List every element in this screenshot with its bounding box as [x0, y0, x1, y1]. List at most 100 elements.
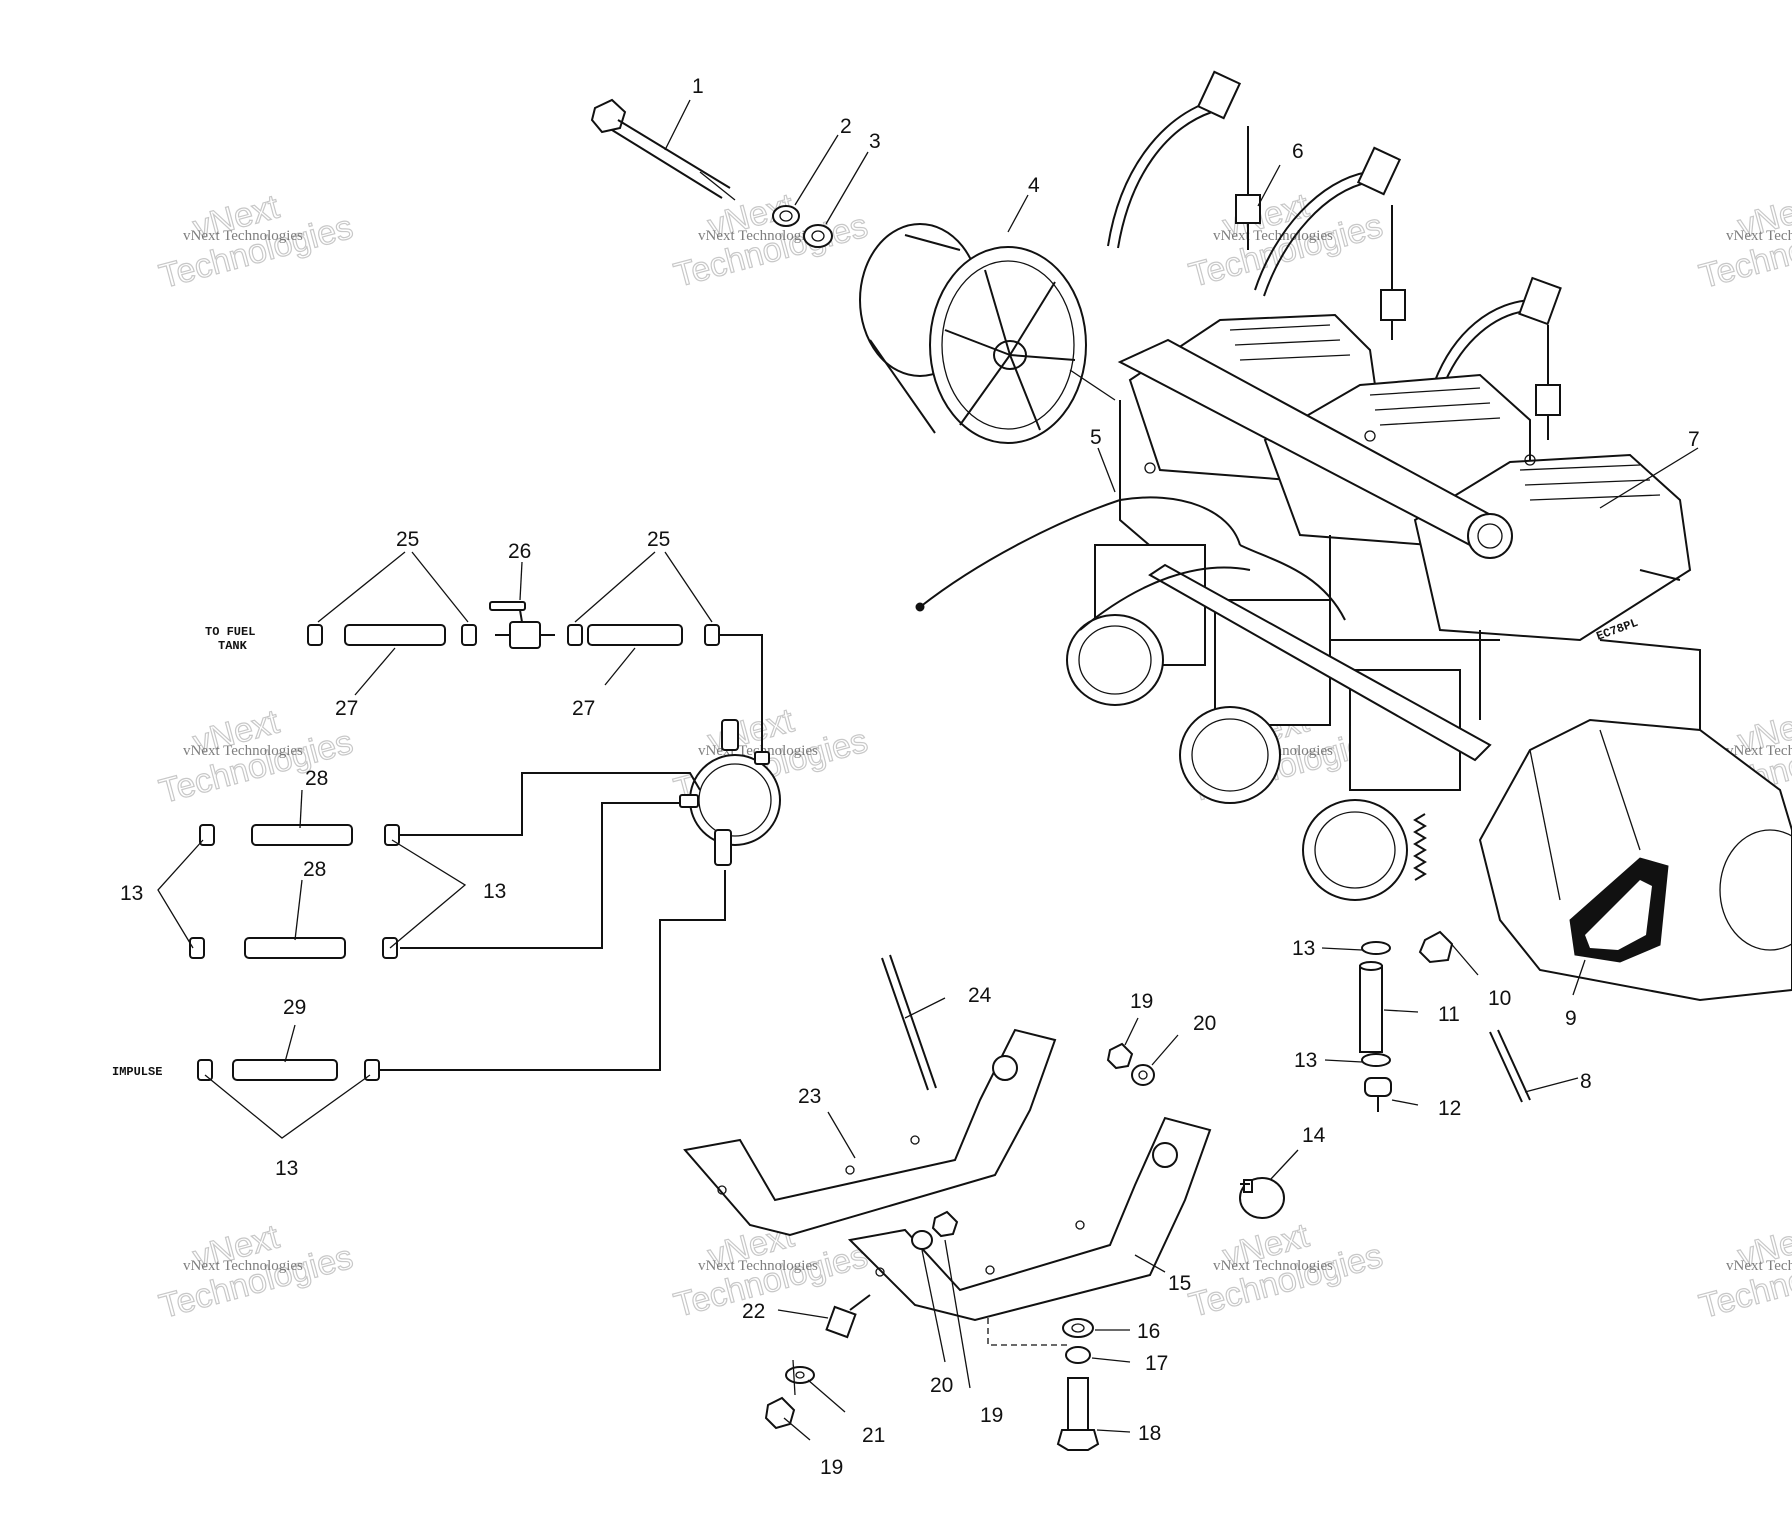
- part-label-28: 28: [303, 858, 326, 881]
- stud-part-24: [881, 954, 937, 1091]
- clamp-part-13-upper: [1361, 941, 1391, 955]
- part-label-5: 5: [1090, 426, 1102, 449]
- engine-mount-part-15: [847, 1116, 1212, 1322]
- bolt-part-22: [825, 1294, 871, 1339]
- part-label-2: 2: [840, 115, 852, 138]
- fuel-pump: [679, 719, 781, 866]
- leader-20-upper: [1151, 1034, 1179, 1066]
- leader-23: [827, 1111, 856, 1159]
- impulse-label: IMPULSE: [112, 1065, 162, 1079]
- leader-3: [825, 151, 869, 225]
- hose-part-11: [1359, 961, 1383, 1053]
- svg-text:vNext Technologies: vNext Technologies: [698, 1258, 818, 1274]
- washer-part-20-upper: [1131, 1064, 1155, 1086]
- watermark: vNext Technologies vNext Technologies: [1695, 186, 1792, 297]
- leader-11: [1383, 1009, 1419, 1013]
- leader-22: [777, 1309, 829, 1319]
- part-label-19: 19: [1130, 990, 1153, 1013]
- part-label-22: 22: [742, 1300, 765, 1323]
- fuel-leaders: [157, 551, 713, 1139]
- svg-text:vNext Technologies: vNext Technologies: [183, 743, 303, 759]
- to-fuel-tank-label-2: TANK: [218, 639, 248, 653]
- engine-block-part-7: EC78PL: [1066, 313, 1792, 1002]
- washer-part-3: [803, 224, 833, 248]
- part-label-14: 14: [1302, 1124, 1326, 1147]
- leader-7: [1599, 447, 1699, 509]
- fuel-filter-part-14: [1239, 1177, 1285, 1219]
- part-label-4: 4: [1028, 174, 1040, 197]
- shutoff-valve-part-26: [489, 601, 555, 649]
- leader-5b: [1069, 369, 1116, 401]
- watermark: vNext Technologies vNext Technologies: [155, 1217, 358, 1327]
- bolt-part-1: [590, 98, 736, 201]
- leader-9: [1572, 959, 1586, 996]
- part-label-16: 16: [1137, 1320, 1160, 1343]
- leader-1: [664, 99, 691, 151]
- nut-part-19-upper: [1106, 1042, 1134, 1070]
- part-label-24: 24: [968, 984, 992, 1007]
- part-label-28: 28: [305, 767, 328, 790]
- part-label-6: 6: [1292, 140, 1304, 163]
- svg-text:vNext Technologies: vNext Technologies: [1213, 1258, 1333, 1274]
- leader-24: [904, 997, 946, 1019]
- washer-part-21: [785, 1366, 815, 1384]
- leader-4: [1007, 194, 1029, 233]
- part-label-7: 7: [1688, 428, 1700, 451]
- mount-dash: [987, 1318, 1070, 1346]
- svg-text:vNext Technologies: vNext Technologies: [1213, 228, 1333, 244]
- part-label-13: 13: [275, 1157, 298, 1180]
- part-label-12: 12: [1438, 1097, 1461, 1120]
- leader-18: [1096, 1429, 1131, 1433]
- part-label-13: 13: [483, 880, 506, 903]
- part-label-15: 15: [1168, 1272, 1191, 1295]
- washer-part-17: [1065, 1346, 1091, 1364]
- svg-text:vNext Technologies: vNext Technologies: [1726, 1258, 1792, 1274]
- part-label-26: 26: [508, 540, 531, 563]
- washer-part-20-lower: [911, 1230, 933, 1250]
- spring-part-10: [1413, 813, 1454, 964]
- part-label-19: 19: [820, 1456, 843, 1479]
- leader-15: [1134, 1254, 1166, 1273]
- part-label-20: 20: [930, 1374, 953, 1397]
- part-label-11: 11: [1438, 1003, 1460, 1026]
- spark-plug-wires-part-6: [1107, 70, 1562, 440]
- watermark: vNext Technologies vNext Technologies: [670, 186, 873, 296]
- nut-part-19-lower: [931, 1210, 959, 1238]
- part-label-1: 1: [692, 75, 704, 98]
- part-label-3: 3: [869, 130, 881, 153]
- part-label-13: 13: [1292, 937, 1315, 960]
- watermark: vNext Technologies vNext Technologies: [155, 702, 358, 812]
- washer-part-2: [772, 205, 800, 227]
- leader-17: [1091, 1357, 1131, 1363]
- part-label-17: 17: [1145, 1352, 1168, 1375]
- stud-part-8: [1489, 1029, 1531, 1103]
- fitting-part-12: [1364, 1077, 1392, 1112]
- part-label-27: 27: [572, 697, 595, 720]
- leader-19-lower: [944, 1239, 971, 1389]
- leader-19-dash: [792, 1359, 796, 1396]
- part-label-13: 13: [1294, 1049, 1317, 1072]
- part-label-8: 8: [1580, 1070, 1592, 1093]
- leader-10: [1447, 939, 1479, 976]
- part-label-23: 23: [798, 1085, 821, 1108]
- part-label-25: 25: [396, 528, 419, 551]
- part-label-21: 21: [862, 1424, 885, 1447]
- watermark: vNext Technologies vNext Technologies: [1695, 1216, 1792, 1327]
- leader-21: [807, 1379, 846, 1413]
- part-labels: 1 2 3 4 5 6 7 8 9 10 11 12 13 13 14 15 1…: [120, 75, 1700, 1479]
- watermark: vNext Technologies vNext Technologies: [1185, 1216, 1388, 1326]
- to-fuel-tank-label-1: TO FUEL: [205, 625, 255, 639]
- engine-mount-part-23: [683, 1028, 1057, 1237]
- svg-text:vNext Technologies: vNext Technologies: [1726, 228, 1792, 244]
- svg-text:vNext Technologies: vNext Technologies: [183, 1258, 303, 1274]
- leader-19-bottom: [783, 1417, 811, 1441]
- svg-text:vNext Technologies: vNext Technologies: [698, 228, 818, 244]
- part-label-9: 9: [1565, 1007, 1577, 1030]
- part-label-20: 20: [1193, 1012, 1216, 1035]
- part-label-27: 27: [335, 697, 358, 720]
- part-label-25: 25: [647, 528, 670, 551]
- watermark: vNext Technologies vNext Technologies: [1185, 186, 1388, 296]
- part-label-10: 10: [1488, 987, 1511, 1010]
- part-label-19: 19: [980, 1404, 1003, 1427]
